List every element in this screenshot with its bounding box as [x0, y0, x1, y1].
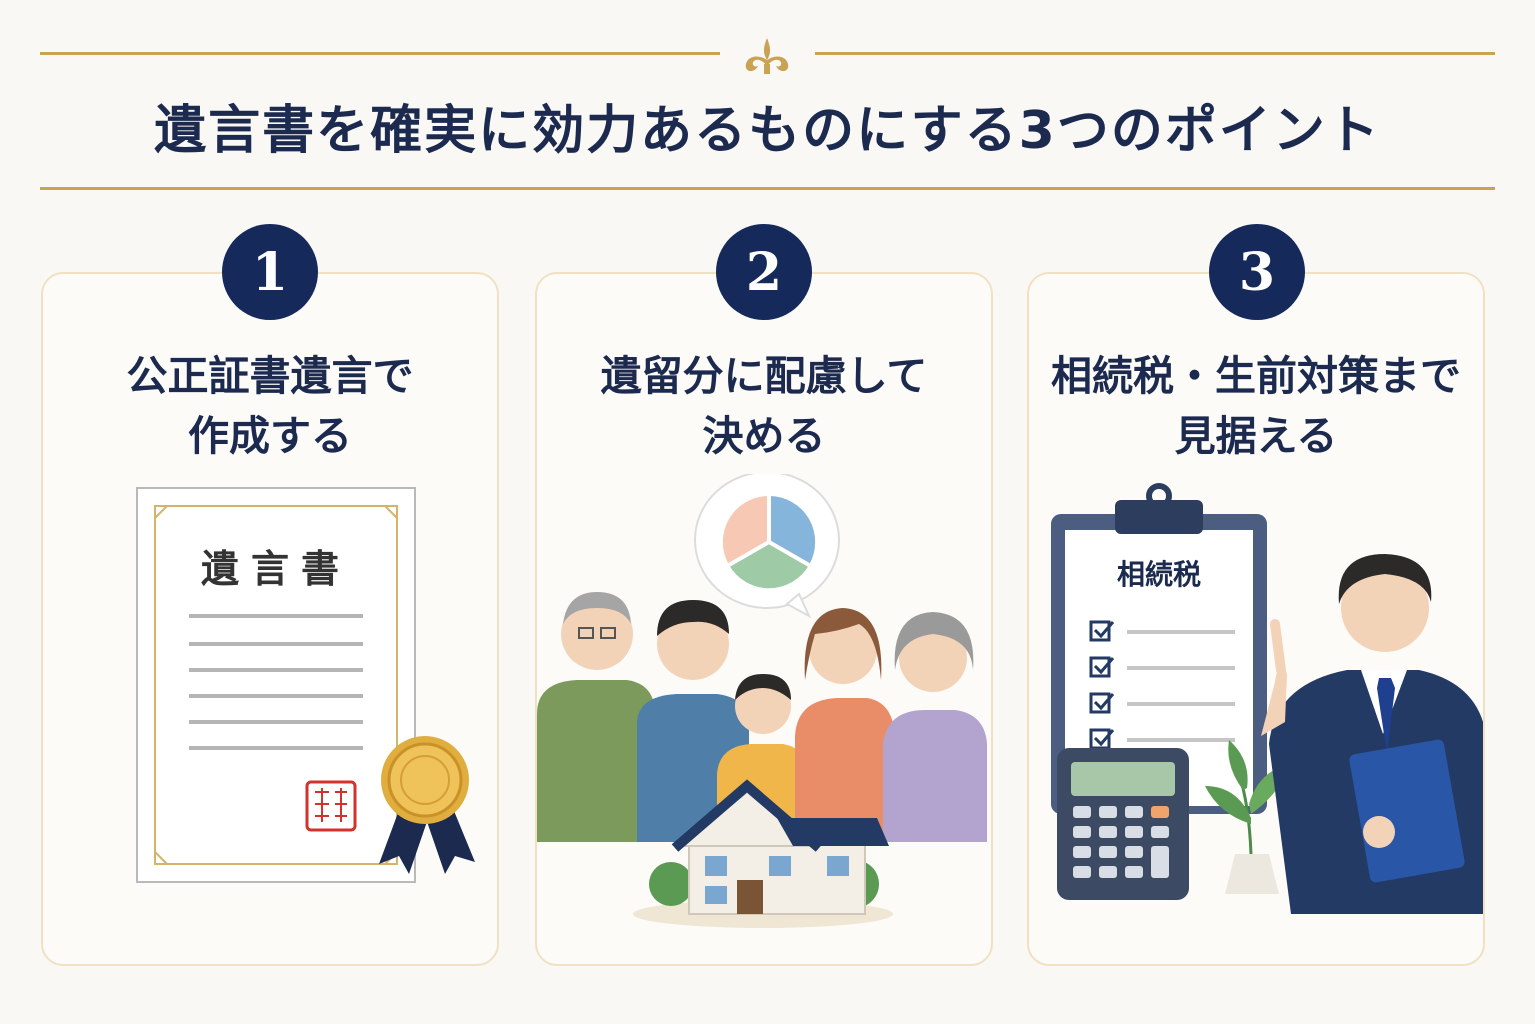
- point-3-number-badge: 3: [1209, 224, 1305, 320]
- family-illustration: [537, 474, 987, 928]
- title-underline: [40, 187, 1495, 190]
- seal-stamp-icon: [305, 780, 357, 832]
- point-card-3: 相続税・生前対策まで 見据える 相続税: [1027, 272, 1485, 966]
- top-rule-right: [815, 52, 1495, 55]
- family-group-icon: [537, 592, 987, 842]
- point-2-title: 遺留分に配慮して 決める: [537, 346, 991, 466]
- certificate-icon: 遺言書: [136, 487, 416, 883]
- house-icon: [633, 779, 893, 928]
- fleur-ornament-icon: [745, 38, 789, 74]
- point-3-title-line1: 相続税・生前対策まで: [1051, 352, 1461, 400]
- page-title: 遺言書を確実に効力あるものにする3つのポイント: [154, 101, 1381, 161]
- plant-icon: [1205, 740, 1291, 894]
- point-card-1: 公正証書遺言で 作成する 遺言書: [41, 272, 499, 966]
- point-2-title-line2: 決める: [702, 412, 826, 460]
- tax-planning-illustration: 相続税: [1051, 483, 1483, 914]
- point-3-title: 相続税・生前対策まで 見据える: [1029, 346, 1483, 466]
- point-card-2: 遺留分に配慮して 決める: [535, 272, 993, 966]
- point-3-title-line2: 見据える: [1174, 412, 1338, 460]
- point-1-title: 公正証書遺言で 作成する: [43, 346, 497, 466]
- pie-chart-speech-bubble-icon: [694, 474, 840, 619]
- point-1-title-line2: 作成する: [188, 412, 352, 460]
- point-2-number-badge: 2: [716, 224, 812, 320]
- point-1-number-badge: 1: [222, 224, 318, 320]
- top-rule-left: [40, 52, 720, 55]
- point-2-title-line1: 遺留分に配慮して: [600, 352, 928, 400]
- clipboard-title: 相続税: [1117, 558, 1201, 591]
- point-1-title-line1: 公正証書遺言で: [126, 352, 414, 400]
- certificate-title: 遺言書: [201, 547, 351, 591]
- businessman-icon: [1261, 554, 1483, 914]
- certificate-illustration: 遺言書: [136, 487, 475, 883]
- calculator-icon: [1057, 748, 1189, 900]
- gold-medal-ribbon-icon: [379, 736, 475, 874]
